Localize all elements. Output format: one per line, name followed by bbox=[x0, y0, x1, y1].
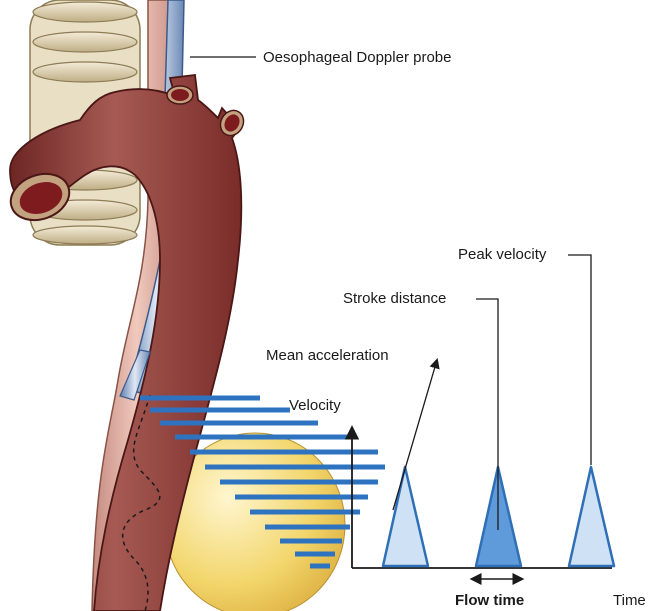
probe-label: Oesophageal Doppler probe bbox=[263, 49, 451, 67]
peak-velocity-label: Peak velocity bbox=[458, 246, 546, 264]
waveform-3 bbox=[569, 467, 614, 566]
mean-acceleration-arrow bbox=[393, 360, 437, 510]
velocity-axis-label: Velocity bbox=[289, 397, 341, 415]
flow-time-label: Flow time bbox=[455, 592, 524, 610]
stroke-distance-label: Stroke distance bbox=[343, 290, 446, 308]
time-axis-label: Time bbox=[613, 592, 646, 610]
waveform-1 bbox=[383, 467, 428, 566]
mean-acceleration-label: Mean acceleration bbox=[266, 347, 389, 365]
